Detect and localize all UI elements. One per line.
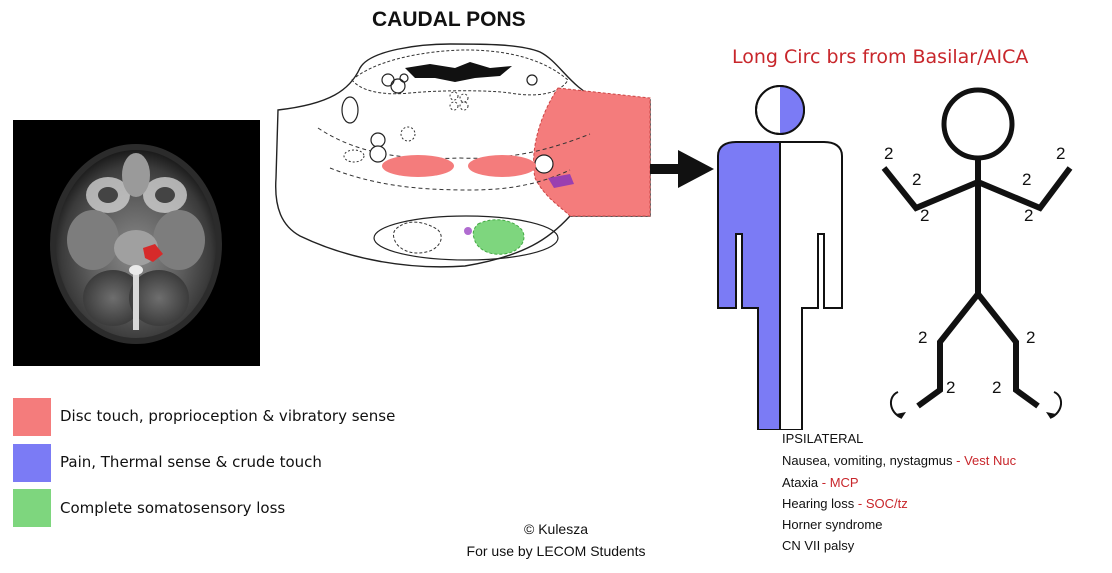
stick-number: 2 bbox=[992, 378, 1002, 397]
nucleus-circle bbox=[399, 73, 409, 83]
nucleus-circle bbox=[369, 145, 387, 163]
spinothalamic-tract bbox=[548, 174, 574, 188]
corticospinal-left bbox=[393, 221, 442, 254]
mri-axial-scan bbox=[50, 144, 222, 344]
symptom-item: Ataxia - MCP bbox=[782, 475, 859, 490]
nucleus-circle bbox=[390, 78, 406, 94]
stick-number: 2 bbox=[946, 378, 956, 397]
blood-supply-label: Long Circ brs from Basilar/AICA bbox=[732, 46, 1029, 68]
right-arrow-icon bbox=[650, 150, 714, 188]
nucleus-oval bbox=[343, 149, 365, 163]
face-contralateral-region bbox=[780, 86, 804, 134]
nucleus-circle bbox=[400, 126, 416, 142]
stick-number: 2 bbox=[884, 144, 894, 163]
caudal-pons-section bbox=[275, 43, 651, 268]
stick-number: 2 bbox=[912, 170, 922, 189]
medial-lemniscus-right bbox=[468, 155, 536, 177]
stick-number: 2 bbox=[1056, 144, 1066, 163]
inner-dashed-curve bbox=[329, 167, 571, 191]
nucleus-circle bbox=[370, 132, 386, 148]
stick-number: 2 bbox=[918, 328, 928, 347]
nucleus-circle bbox=[459, 101, 469, 111]
symptom-item: Hearing loss - SOC/tz bbox=[782, 496, 908, 511]
symptoms-header: IPSILATERAL bbox=[782, 431, 864, 446]
nucleus-oval bbox=[341, 96, 359, 124]
credit-line-1: © Kulesza bbox=[523, 521, 588, 537]
stick-figure-ataxia bbox=[881, 87, 1073, 419]
fourth-ventricle bbox=[405, 62, 512, 82]
mri-lesion bbox=[143, 244, 163, 262]
stick-number: 2 bbox=[920, 206, 930, 225]
symptom-item: Nausea, vomiting, nystagmus - Vest Nuc bbox=[782, 453, 1017, 468]
nucleus-circle bbox=[526, 74, 538, 86]
small-purple-region bbox=[464, 227, 472, 235]
legend-swatch-green bbox=[13, 489, 51, 527]
diagram-title: CAUDAL PONS bbox=[372, 8, 526, 31]
legend-label-blue: Pain, Thermal sense & crude touch bbox=[60, 453, 322, 471]
legend-label-green: Complete somatosensory loss bbox=[60, 499, 286, 517]
medial-lemniscus-left bbox=[382, 155, 454, 177]
nucleus-circle bbox=[459, 93, 469, 103]
inner-dashed-curve bbox=[317, 127, 591, 159]
credit-line-2: For use by LECOM Students bbox=[466, 543, 646, 559]
stick-number: 2 bbox=[1024, 206, 1034, 225]
nucleus-circle bbox=[381, 73, 395, 87]
stick-number: 2 bbox=[1022, 170, 1032, 189]
stick-number: 2 bbox=[1026, 328, 1036, 347]
nucleus-circle bbox=[534, 154, 554, 174]
body-sensory-map bbox=[717, 85, 843, 430]
body-left-half bbox=[717, 141, 781, 430]
nucleus-circle bbox=[449, 91, 459, 101]
symptom-item: CN VII palsy bbox=[782, 538, 855, 553]
legend-swatch-blue bbox=[13, 444, 51, 482]
body-right-half bbox=[779, 141, 843, 430]
affected-lateral-region bbox=[533, 87, 651, 217]
affected-basilar-region bbox=[472, 219, 525, 255]
basilar-pons bbox=[373, 215, 559, 261]
legend-label-red: Disc touch, proprioception & vibratory s… bbox=[60, 407, 396, 425]
nucleus-circle bbox=[449, 101, 459, 111]
symptom-item: Horner syndrome bbox=[782, 517, 883, 532]
legend-swatch-red bbox=[13, 398, 51, 436]
mri-image bbox=[13, 120, 260, 366]
